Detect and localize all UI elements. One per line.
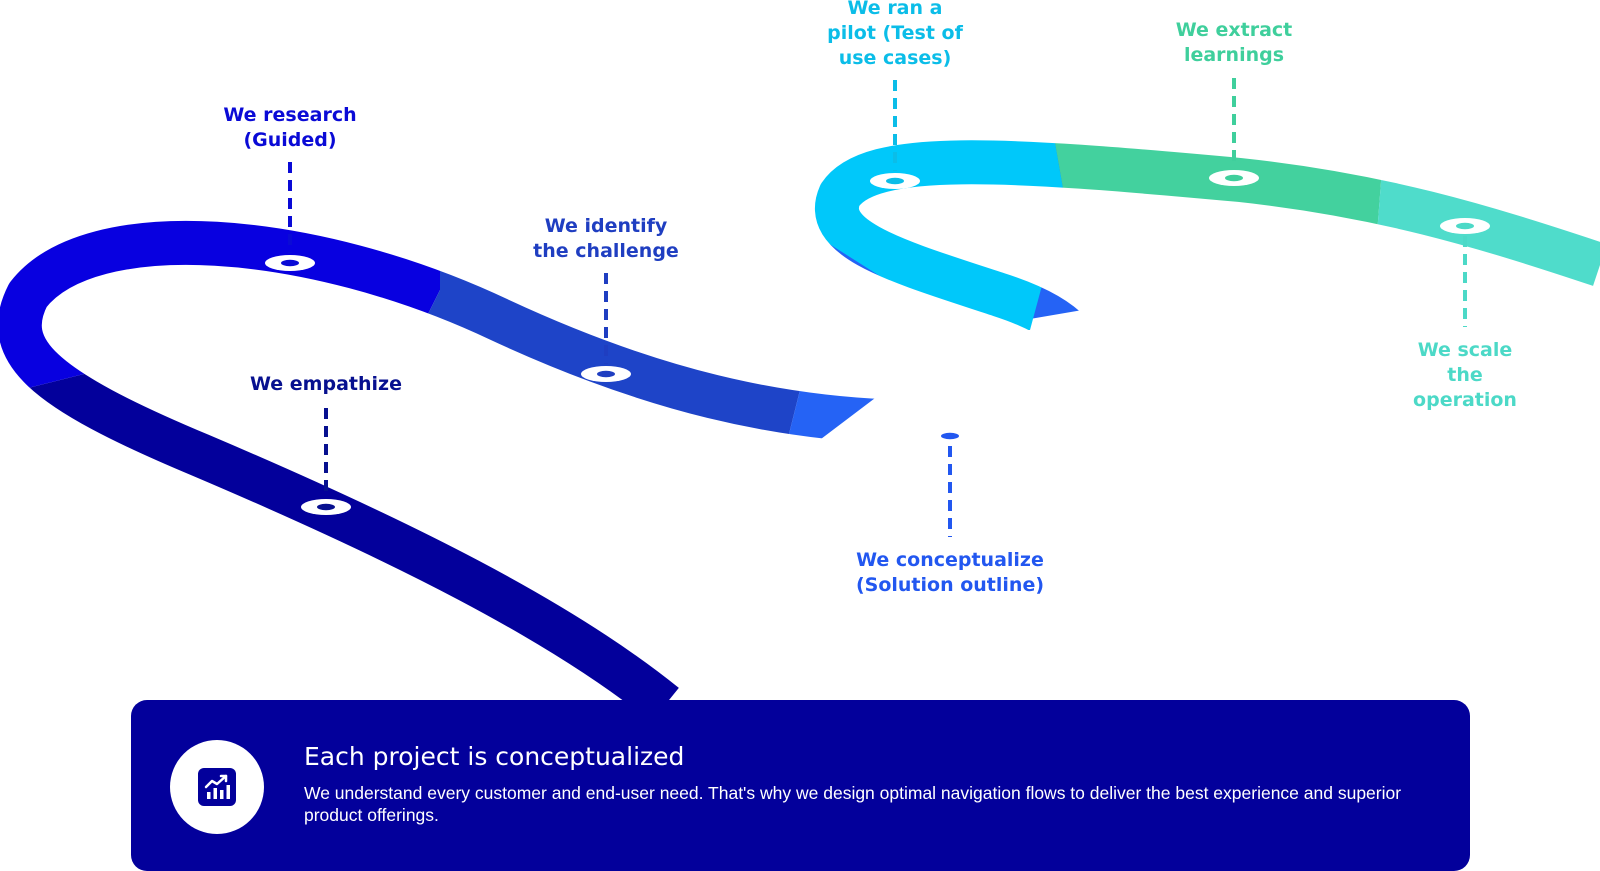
ring-marker-center (886, 177, 904, 185)
road-segment-extract (1030, 0, 1395, 260)
step-label-pilot[interactable]: We ran a pilot (Test of use cases) (827, 0, 963, 69)
road-segment-research (0, 0, 440, 395)
ring-marker-center (1225, 174, 1243, 182)
step-label-conceptualize[interactable]: We conceptualize (Solution outline) (855, 549, 1045, 596)
growth-chart-icon (198, 768, 236, 806)
road-segment-pilot (700, 0, 1065, 330)
info-card-title: Each project is conceptualized (304, 742, 685, 771)
ring-marker-center (281, 259, 299, 267)
step-label-research[interactable]: We research (Guided) (223, 104, 357, 151)
step-label-identify[interactable]: We identify the challenge (533, 215, 679, 262)
ring-marker-center (1456, 222, 1474, 230)
ring-marker-center (317, 503, 335, 511)
road-segment-identify (420, 0, 800, 470)
ring-marker-center (597, 370, 615, 378)
step-label-scale[interactable]: We scale the operation (1413, 339, 1517, 411)
step-label-extract[interactable]: We extract learnings (1175, 19, 1293, 66)
road-segment-scale (1375, 0, 1600, 300)
info-card-description: We understand every customer and end-use… (304, 783, 1402, 825)
info-card-icon-badge (170, 740, 264, 834)
step-label-empathize[interactable]: We empathize (250, 373, 402, 395)
info-card: Each project is conceptualized We unders… (131, 700, 1470, 871)
ring-marker-center (941, 432, 959, 440)
